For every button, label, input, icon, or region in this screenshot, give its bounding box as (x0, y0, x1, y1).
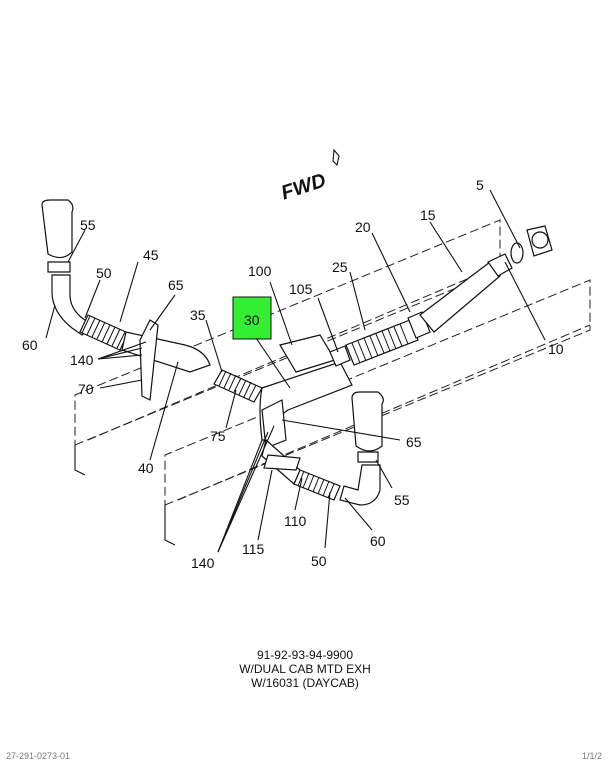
callout-100: 100 (248, 263, 272, 279)
callout-70: 70 (78, 381, 94, 397)
callout-55-upper: 55 (80, 217, 96, 233)
callout-40: 40 (138, 460, 154, 476)
fwd-arrow-icon (332, 148, 340, 167)
callout-35: 35 (190, 307, 206, 323)
callout-20: 20 (355, 219, 371, 235)
callout-115: 115 (242, 541, 265, 557)
callout-60-lower: 60 (370, 533, 386, 549)
callout-30: 30 (244, 312, 260, 328)
callout-55-lower: 55 (394, 492, 410, 508)
callout-5: 5 (476, 177, 484, 193)
callout-110: 110 (284, 513, 307, 529)
callout-140-upper: 140 (70, 352, 94, 368)
callout-50-upper: 50 (96, 265, 112, 281)
callout-50-lower: 50 (311, 553, 327, 569)
fwd-indicator: FWD (279, 148, 340, 204)
caption-exhaust-line: W/DUAL CAB MTD EXH (239, 662, 371, 676)
callout-65-upper: 65 (168, 277, 184, 293)
main-flex-pipe (345, 319, 419, 366)
caption-model-line: 91-92-93-94-9900 (256, 648, 354, 662)
callout-65-lower: 65 (406, 434, 422, 450)
turbo-pipe (329, 225, 553, 367)
callout-10: 10 (548, 341, 564, 357)
footer-drawing-number: 27-291-0273-01 (6, 751, 71, 761)
center-flex-pipe (213, 369, 263, 403)
caption-cab-line: W/16031 (DAYCAB) (251, 676, 359, 690)
callout-140-lower: 140 (191, 555, 215, 571)
left-flex-pipe (79, 314, 129, 351)
callout-45: 45 (143, 247, 159, 263)
leader-lines (45, 189, 546, 553)
callout-30-highlight (232, 296, 272, 340)
left-exhaust-stack (41, 199, 211, 401)
callout-labels: 5 10 15 20 25 30 35 40 45 50 50 55 55 60… (22, 177, 564, 571)
center-y-pipe (213, 334, 353, 449)
callout-75: 75 (210, 428, 226, 444)
footer-page-number: 1/1/2 (581, 751, 602, 761)
callout-60-upper: 60 (22, 337, 38, 353)
fwd-label: FWD (279, 169, 329, 204)
callout-105: 105 (289, 281, 313, 297)
callout-15: 15 (420, 207, 436, 223)
callout-25: 25 (332, 259, 348, 275)
